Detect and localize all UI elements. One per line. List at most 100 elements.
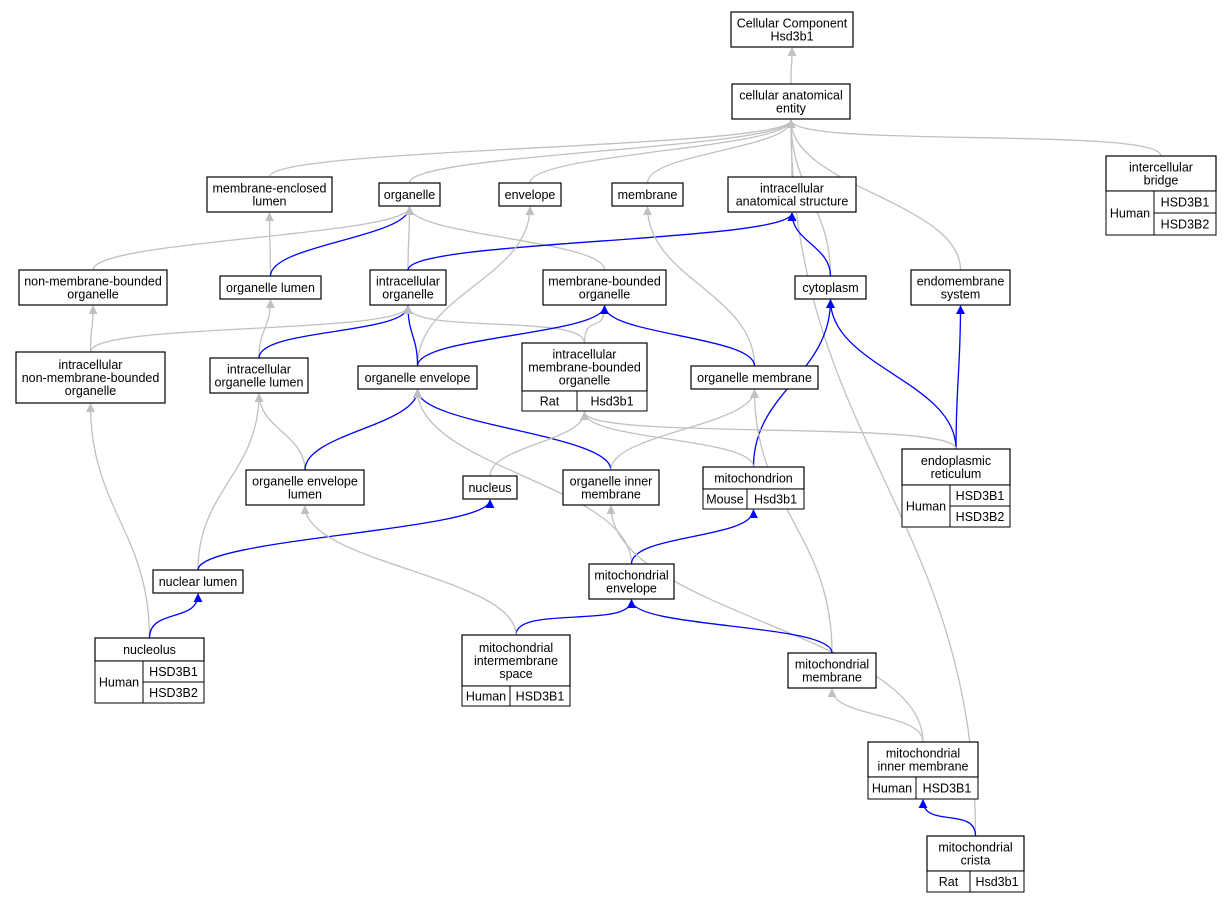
edge-me-to-oe [413,389,633,565]
edge-ib-to-cae [786,119,1162,157]
node-label-line: mitochondrial [594,569,668,583]
node-label-line: cellular anatomical [739,89,843,103]
species-cell [1105,190,1155,236]
node-label-line: membrane-enclosed [213,182,327,196]
node-intracellular-non-membrane-bounded-organelle[interactable]: intracellularnon-membrane-boundedorganel… [15,351,166,404]
edge-iol-to-io [258,305,413,359]
edge-me-to-mito [630,509,758,565]
node-label-line: intercellular [1129,161,1193,175]
edge-oel-to-oe [304,389,422,471]
node-organelle-envelope[interactable]: organelle envelope [357,365,478,390]
species-label: Human [906,500,946,514]
edge-oel-to-iol [254,393,306,471]
node-label-line: organelle inner [570,475,653,489]
node-label-line: membrane [802,671,862,685]
gene-label: Hsd3b1 [590,395,633,409]
node-label-line: organelle lumen [226,281,315,295]
node-envelope[interactable]: envelope [498,182,562,207]
node-label-line: space [499,667,532,681]
node-label-line: mitochondrion [714,472,793,486]
node-label-line: envelope [606,582,657,596]
gene-label: HSD3B1 [149,665,198,679]
node-label-line: crista [961,854,991,868]
edge-mm-to-me [627,599,833,654]
node-label-line: lumen [252,195,286,209]
gene-cell [746,488,805,510]
species-label: Human [872,782,912,796]
edge-io-to-org [404,206,414,271]
node-label-line: endoplasmic [921,454,991,468]
node-organelle-lumen[interactable]: organelle lumen [219,275,322,300]
node-label-line: organelle membrane [697,371,812,385]
edge-nuc-to-imbo [489,411,589,477]
species-annotation-table: Rat Hsd3b1 [521,390,648,412]
node-label-line: organelle [384,188,435,202]
edge-mc-to-cae [786,119,977,837]
edge-er-to-cyt [826,299,957,450]
node-label-line: nucleolus [123,643,176,657]
node-label-line: membrane-bounded [548,275,661,289]
node-membrane[interactable]: membrane [611,182,684,207]
node-label-line: intracellular [59,358,123,372]
species-label: Rat [939,875,959,889]
species-annotation-table: Human HSD3B1 [867,776,979,800]
gene-label: HSD3B1 [956,489,1005,503]
edge-er-to-imbo [580,411,957,450]
edge-cae-to-cc [787,47,797,85]
node-organelle[interactable]: organelle [378,182,441,207]
edge-mis-to-me [515,599,636,636]
node-label-line: organelle [65,384,116,398]
node-label-line: nuclear lumen [159,575,238,589]
gene-cell [142,681,205,704]
node-label-line: nucleus [468,481,511,495]
node-label-line: non-membrane-bounded [24,275,162,289]
node-label-line: mitochondrial [938,841,1012,855]
gene-cell [969,870,1025,893]
species-label: Rat [540,395,560,409]
node-intracellular-membrane-bounded-organelle[interactable]: intracellularmembrane-boundedorganelleRa… [521,342,648,412]
edge-inmbo-to-io [89,305,413,353]
species-cell [901,484,951,528]
edge-om-to-mbo [600,305,756,367]
node-cytoplasm[interactable]: cytoplasm [794,275,867,300]
node-nuclear-lumen[interactable]: nuclear lumen [152,569,244,594]
node-label-line: membrane [618,188,678,202]
node-nucleus[interactable]: nucleus [462,475,518,500]
edge-env-to-cae [529,119,796,184]
gene-label: HSD3B1 [923,782,972,796]
node-label-line: organelle envelope [365,371,471,385]
node-organelle-membrane[interactable]: organelle membrane [690,365,819,390]
gene-label: HSD3B2 [1161,218,1210,232]
edge-cyt-to-ias [787,212,832,277]
edges-layer [86,47,1162,837]
edge-ems-to-cae [786,119,962,271]
node-label-line: intracellular [553,348,617,362]
node-label-line: bridge [1144,174,1179,188]
edge-mel-to-cae [268,119,796,178]
